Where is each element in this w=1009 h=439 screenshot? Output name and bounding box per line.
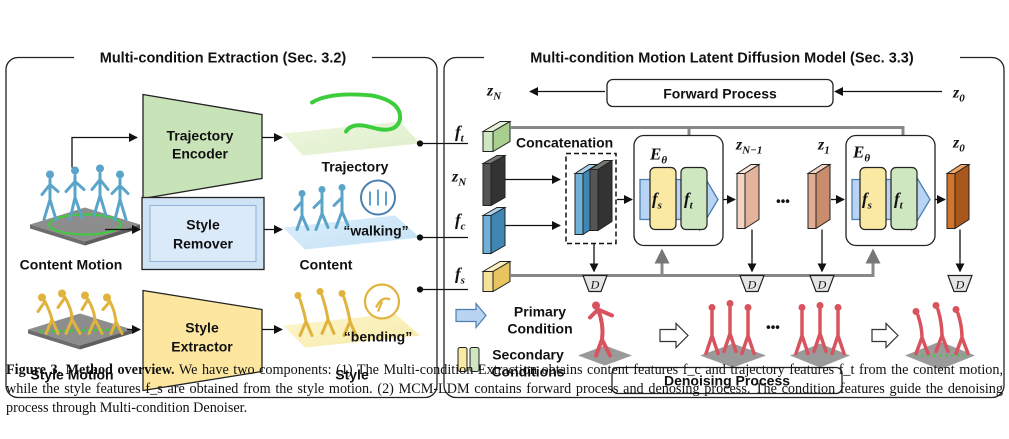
output-motion-1 — [578, 301, 632, 366]
concatenation-box — [565, 152, 617, 245]
style-figures — [298, 294, 358, 337]
secondary-line1: Secondary — [492, 347, 564, 363]
zN-1-vector — [735, 163, 761, 230]
extraction-title-bg — [74, 47, 372, 68]
decoder-4: D — [947, 274, 973, 293]
style-remover-line2: Remover — [173, 236, 233, 252]
z1-vector — [806, 163, 832, 230]
style-label: Style — [335, 367, 369, 383]
secondary-line2: Conditions — [491, 364, 564, 380]
denoiser-1-label: Eθ — [649, 145, 667, 167]
denoiser-2-ft — [890, 166, 918, 231]
secondary-icon-ft — [469, 347, 480, 372]
forward-process-box — [606, 78, 834, 108]
ft-label: ft — [455, 123, 465, 145]
walking-label: “walking” — [343, 223, 408, 239]
content-label: Content — [300, 257, 353, 273]
denoiser-2-ft-label: ft — [894, 190, 904, 212]
z0-vector — [945, 163, 971, 230]
output-motion-final — [905, 302, 975, 370]
style-motion-label: Style Motion — [30, 367, 113, 383]
caption-label: Figure 3. — [6, 362, 62, 378]
zN-label: zN — [451, 169, 467, 189]
concatenation-label: Concatenation — [516, 135, 613, 151]
denoising-process-box — [611, 366, 843, 395]
denoiser-2-label: Eθ — [852, 143, 870, 165]
denoising-process-label: Denoising Process — [664, 373, 790, 389]
trajectory-label: Trajectory — [322, 159, 389, 175]
content-motion-figure — [30, 164, 140, 246]
z0-top-label: z0 — [952, 85, 965, 105]
svg-text:D: D — [817, 278, 827, 292]
denoiser-2-fs-label: fs — [862, 190, 872, 212]
trajectory-encoder-line2: Encoder — [172, 146, 229, 162]
primary-line2: Condition — [507, 321, 572, 337]
fc-label: fc — [455, 211, 466, 233]
bending-label: “bending” — [344, 329, 412, 345]
style-remover-inner — [149, 205, 257, 262]
ellipsis-outputs: ••• — [766, 320, 780, 335]
trajectory-encoder-block — [142, 93, 263, 200]
fs-vector — [481, 260, 512, 293]
zN-top-label: zN — [486, 83, 502, 103]
style-extractor-line2: Extractor — [171, 339, 233, 355]
primary-condition-icon — [455, 301, 487, 330]
caption-heading: Method overview. — [65, 362, 175, 378]
arrow-content-to-trajectory-encoder — [71, 132, 138, 168]
output-motion-2 — [700, 300, 766, 368]
style-extractor-block — [142, 289, 263, 392]
decoder-1: D — [582, 274, 608, 293]
denoiser-1-ft-label: ft — [684, 190, 694, 212]
fs-condition-line — [510, 248, 881, 277]
output-arrow-1 — [659, 322, 689, 349]
secondary-icon-fs — [457, 347, 468, 372]
decoder-2: D — [739, 274, 765, 293]
ft-vector — [481, 120, 512, 153]
concat-stack — [573, 159, 614, 236]
svg-text:D: D — [955, 278, 965, 292]
content-figures — [293, 190, 350, 231]
z1-label: z1 — [817, 137, 830, 157]
denoiser-2-fs — [859, 166, 887, 231]
figure-caption: Figure 3. Method overview. We have two c… — [6, 361, 1003, 418]
caption-text: We have two components: (1) The Multi-co… — [6, 362, 1003, 416]
style-extractor-line1: Style — [185, 320, 219, 336]
diffusion-title-bg — [484, 47, 960, 68]
output-motion-3 — [790, 302, 850, 368]
trajectory-encoder-line1: Trajectory — [167, 128, 234, 144]
decoder-3: D — [809, 274, 835, 293]
forward-process-label: Forward Process — [663, 86, 777, 102]
zN-1-label: zN−1 — [735, 137, 762, 157]
denoiser-1-ft — [680, 166, 708, 231]
denoiser-1-fs — [649, 166, 677, 231]
primary-line1: Primary — [514, 304, 566, 320]
content-motion-label: Content Motion — [20, 257, 123, 273]
style-remover-line1: Style — [186, 217, 220, 233]
extraction-panel-title: Multi-condition Extraction (Sec. 3.2) — [100, 51, 347, 67]
ellipsis-latents: ••• — [776, 194, 790, 209]
fc-vector — [481, 206, 507, 255]
z0-right-label: z0 — [952, 135, 965, 155]
svg-text:D: D — [747, 278, 757, 292]
svg-text:D: D — [590, 278, 600, 292]
diffusion-panel-title: Multi-condition Motion Latent Diffusion … — [530, 51, 914, 67]
fs-label: fs — [455, 265, 465, 287]
output-arrow-2 — [871, 322, 899, 349]
trajectory-curve — [310, 92, 403, 134]
denoiser-1-fs-label: fs — [652, 190, 662, 212]
style-motion-figure — [28, 289, 132, 350]
style-plane — [283, 313, 420, 348]
zN-vector — [481, 154, 507, 207]
